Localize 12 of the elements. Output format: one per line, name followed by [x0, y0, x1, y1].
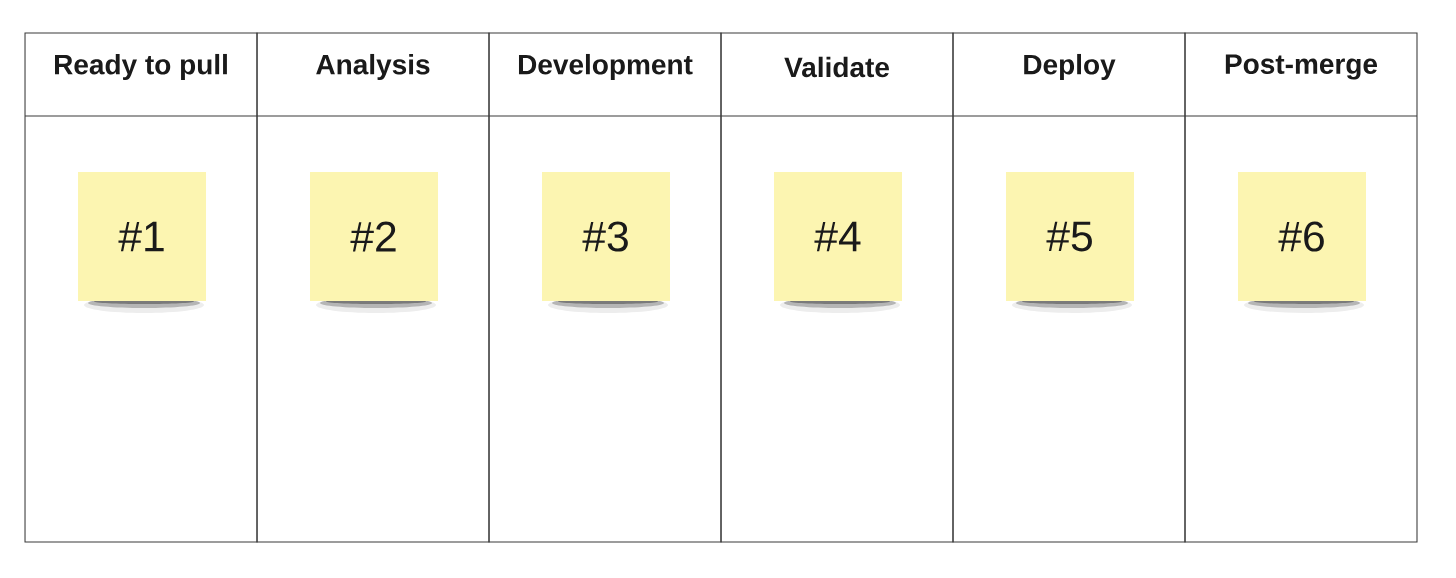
sticky-note: #1 — [78, 172, 206, 313]
sticky-note: #6 — [1238, 172, 1366, 313]
sticky-note: #3 — [542, 172, 670, 313]
column-header: Development — [519, 53, 693, 81]
column-header: Validate — [784, 56, 889, 78]
column-header: Deploy — [1024, 53, 1116, 81]
column-header: Analysis — [316, 53, 430, 81]
sticky-note: #2 — [310, 172, 438, 313]
sticky-note: #5 — [1006, 172, 1134, 313]
column-header: Post-merge — [1225, 54, 1378, 80]
column-header: Ready to pull — [55, 53, 227, 81]
sticky-note: #4 — [774, 172, 902, 313]
